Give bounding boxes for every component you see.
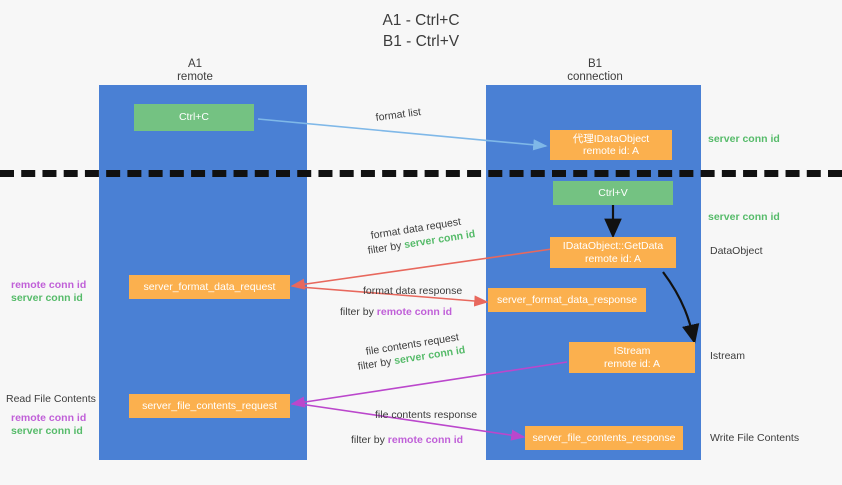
lane-b1-sub: connection [567,71,623,83]
box-proxy-idataobject[interactable]: 代理IDataObject remote id: A [550,130,672,160]
right-label-istream: Istream [710,350,746,362]
box-getdata-line2: remote id: A [584,252,642,265]
right-label-write-file-contents: Write File Contents [710,432,800,444]
box-getdata-line1: IDataObject::GetData [562,240,664,252]
edge-label-file-contents-response: file contents response [375,409,478,421]
lane-a1-name: A1 [187,58,203,70]
left-label-server-conn-id-mid: server conn id [11,292,83,304]
page-title: A1 - Ctrl+C B1 - Ctrl+V [0,10,842,52]
left-label-read-file-contents: Read File Contents [6,393,96,405]
box-proxy-idataobject-line2: remote id: A [582,145,640,157]
lane-b1-name: B1 [587,58,603,70]
title-line-2: B1 - Ctrl+V [382,33,460,50]
edge-label-format-list: format list [375,106,422,124]
box-istream[interactable]: IStream remote id: A [569,342,695,373]
box-proxy-idataobject-line1: 代理IDataObject [572,132,650,145]
phase-divider [0,170,842,177]
edge-label-format-data-response: format data response [363,285,463,297]
remote-conn-id-text: remote conn id [376,306,453,318]
edge-label-format-data-response-filter: filter by remote conn id [340,306,452,319]
lane-header-a1: A1 remote [135,58,255,84]
box-ctrl-c-label: Ctrl+C [178,111,210,124]
left-label-remote-conn-id-mid: remote conn id [11,279,87,291]
box-ctrl-c[interactable]: Ctrl+C [134,104,254,131]
box-ctrl-v-label: Ctrl+V [598,186,628,199]
edge-label-file-contents-response-filter: filter by remote conn id [351,434,463,447]
box-server-format-data-request-label: server_format_data_request [143,280,276,293]
remote-conn-id-text: remote conn id [387,434,464,446]
lane-header-b1: B1 connection [535,58,655,84]
box-istream-line1: IStream [613,345,651,357]
box-server-file-contents-response[interactable]: server_file_contents_response [525,426,683,450]
filter-by-text: filter by [351,434,385,446]
box-server-format-data-request[interactable]: server_format_data_request [129,275,290,299]
box-istream-line2: remote id: A [603,357,661,370]
filter-by-text: filter by [357,355,393,373]
left-label-remote-conn-id-bot: remote conn id [11,412,87,424]
box-server-file-contents-response-label: server_file_contents_response [532,431,676,444]
left-label-server-conn-id-bot: server conn id [11,425,83,437]
lane-a1-sub: remote [177,71,213,83]
right-label-dataobject: DataObject [710,245,763,257]
right-label-server-conn-id-mid: server conn id [708,211,780,223]
right-label-server-conn-id-top: server conn id [708,133,780,145]
box-server-file-contents-request[interactable]: server_file_contents_request [129,394,290,418]
box-ctrl-v[interactable]: Ctrl+V [553,181,673,205]
box-server-file-contents-request-label: server_file_contents_request [142,399,277,412]
filter-by-text: filter by [340,306,374,318]
box-server-format-data-response-label: server_format_data_response [496,293,638,306]
box-server-format-data-response[interactable]: server_format_data_response [488,288,646,312]
title-line-1: A1 - Ctrl+C [382,12,460,29]
box-idataobject-getdata[interactable]: IDataObject::GetData remote id: A [550,237,676,268]
